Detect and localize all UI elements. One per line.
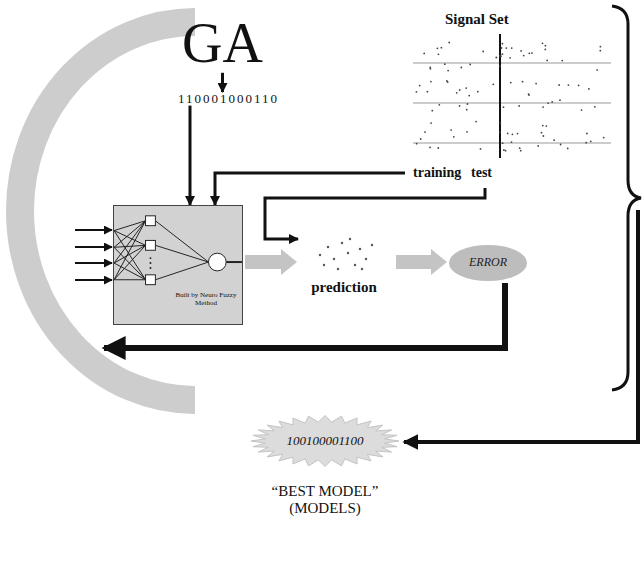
flow-arrow [221, 73, 224, 92]
result-arrow [404, 210, 638, 442]
chromosome-string: 110001000110 [176, 92, 282, 106]
network-box: Built by Neuro Fuzzy Method [113, 205, 243, 325]
node-text: Built by Neuro Fuzzy Method [172, 292, 240, 307]
signal-plot [405, 8, 617, 188]
node-text: GA [182, 14, 265, 73]
node-subtext: “BEST MODEL” (MODELS) [260, 483, 390, 516]
signal-set-panel: Signal Set training test [405, 8, 617, 188]
node-text: 100100001100 [286, 434, 363, 448]
node-subtext: test [471, 165, 492, 180]
flow-block-arrow [396, 249, 447, 275]
flow-block-arrow [245, 249, 297, 275]
network-figure [114, 206, 242, 324]
algorithm-title: GA [180, 14, 265, 73]
input-arrows [75, 230, 112, 280]
prediction-cloud: prediction [298, 225, 394, 305]
node-text: Signal Set [445, 11, 509, 28]
node-text: ERROR [469, 256, 507, 269]
flow-arrow [189, 106, 192, 205]
flow-arrow [265, 188, 485, 239]
error-ellipse: ERROR [448, 244, 528, 282]
node-text: prediction [298, 279, 390, 296]
best-model-burst: 100100001100“BEST MODEL” (MODELS) [250, 415, 400, 467]
node-subtext: training [413, 165, 461, 180]
node-text: 110001000110 [178, 92, 282, 106]
flow-arrow [215, 173, 405, 205]
